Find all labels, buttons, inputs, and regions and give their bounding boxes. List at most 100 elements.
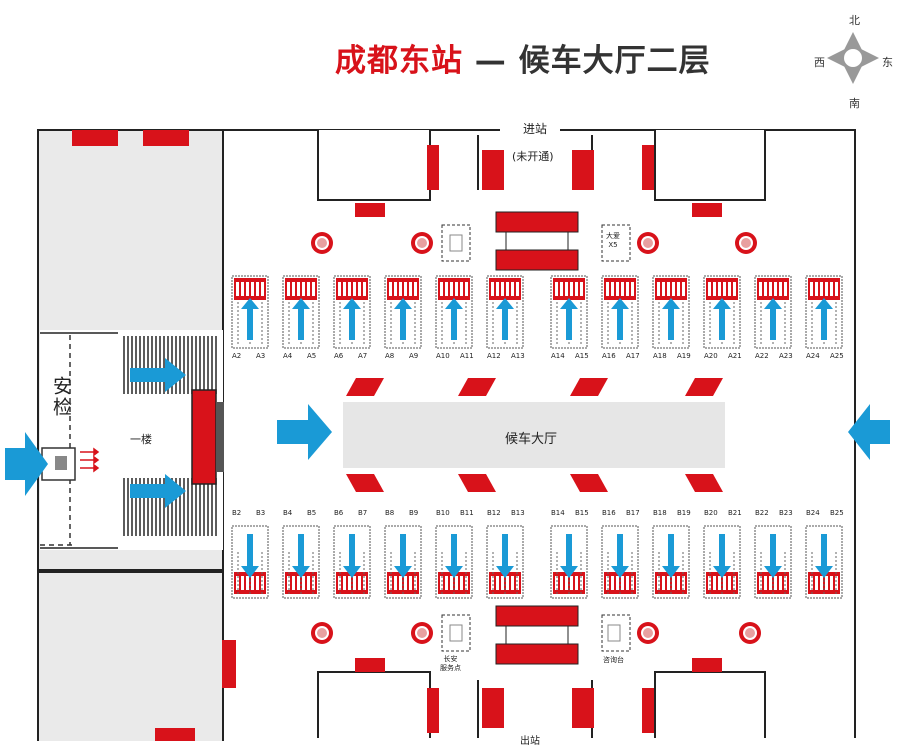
gate-label-bottom: B16 — [602, 509, 616, 517]
gate-label-top: A15 — [575, 352, 589, 360]
service-point — [601, 224, 631, 262]
ticket-gate-top — [703, 275, 741, 349]
gate-label-top: A7 — [358, 352, 368, 360]
room-top-left — [317, 130, 431, 201]
door-marker — [143, 130, 189, 146]
gate-label-bottom: B8 — [385, 509, 395, 517]
gate-label-bottom: B6 — [334, 509, 344, 517]
central-stair-bottom — [495, 605, 579, 665]
gate-label-top: A6 — [334, 352, 344, 360]
ticket-gate-top — [231, 275, 269, 349]
floor-name: 候车大厅二层 — [518, 43, 711, 79]
central-stair-top — [495, 211, 579, 271]
ticket-gate-top — [652, 275, 690, 349]
gate-label-top: A23 — [779, 352, 793, 360]
room-bottom-left — [317, 671, 431, 738]
ticket-gate-top — [550, 275, 588, 349]
gate-label-bottom: B10 — [436, 509, 450, 517]
compass: 北 南 西 东 — [814, 10, 895, 110]
gate-label-top: A24 — [806, 352, 820, 360]
ticket-gate-top — [435, 275, 473, 349]
ticket-gate-top — [754, 275, 792, 349]
room-top-right — [654, 130, 766, 201]
ticket-gate-bottom — [652, 525, 690, 599]
gate-label-top: A4 — [283, 352, 293, 360]
gate-label-bottom: B13 — [511, 509, 525, 517]
ticket-gate-bottom — [231, 525, 269, 599]
ticket-gate-top — [805, 275, 843, 349]
compass-north: 北 — [849, 14, 860, 27]
service-label-top: 大爱 X5 — [606, 232, 620, 249]
gate-label-top: A10 — [436, 352, 450, 360]
info-point-icon — [311, 622, 333, 644]
bottom-exit-label: 出站 — [520, 736, 540, 747]
info-point-icon — [637, 232, 659, 254]
door-marker — [155, 728, 195, 741]
gate-label-top: A14 — [551, 352, 565, 360]
escalator-arrow-up-icon — [130, 358, 186, 392]
stair-block — [191, 389, 217, 485]
gate-label-top: A13 — [511, 352, 525, 360]
gate-label-bottom: B7 — [358, 509, 368, 517]
ticket-gate-bottom — [486, 525, 524, 599]
gate-label-bottom: B14 — [551, 509, 565, 517]
gate-label-bottom: B3 — [256, 509, 266, 517]
gate-label-bottom: B9 — [409, 509, 419, 517]
ticket-gate-bottom — [754, 525, 792, 599]
service-point — [601, 614, 631, 652]
map-title: 成都东站 — 候车大厅二层 — [335, 35, 711, 80]
compass-west: 西 — [814, 56, 825, 69]
ticket-gate-bottom — [550, 525, 588, 599]
gate-label-bottom: B18 — [653, 509, 667, 517]
ticket-gate-top — [282, 275, 320, 349]
service-point — [441, 224, 471, 262]
platform-marker — [685, 474, 723, 492]
title-dash: — — [463, 43, 519, 79]
gate-label-top: A11 — [460, 352, 474, 360]
gate-label-bottom: B25 — [830, 509, 844, 517]
compass-south: 南 — [849, 97, 860, 110]
gate-label-top: A12 — [487, 352, 501, 360]
entry-arrow-left-icon — [5, 432, 48, 496]
gate-label-top: A21 — [728, 352, 742, 360]
escalator-arrow-lower-icon — [130, 474, 186, 508]
ticket-gate-top — [333, 275, 371, 349]
platform-marker — [685, 378, 723, 396]
info-point-icon — [637, 622, 659, 644]
service-point — [441, 614, 471, 652]
gate-label-bottom: B24 — [806, 509, 820, 517]
waiting-hall-label: 候车大厅 — [505, 432, 558, 447]
platform-marker — [346, 378, 384, 396]
gate-label-bottom: B23 — [779, 509, 793, 517]
info-point-icon — [739, 622, 761, 644]
gate-label-top: A19 — [677, 352, 691, 360]
gate-label-bottom: B12 — [487, 509, 501, 517]
entry-arrow-hall-icon — [277, 404, 332, 460]
service-label-bottom-left: 长安 服务点 — [440, 655, 461, 672]
platform-marker — [570, 378, 608, 396]
left-annex-lower — [37, 571, 224, 741]
service-label-bottom-right: 咨询台 — [603, 656, 624, 664]
door-marker — [72, 130, 118, 146]
platform-marker — [458, 378, 496, 396]
gate-label-bottom: B20 — [704, 509, 718, 517]
gate-label-top: A18 — [653, 352, 667, 360]
entrance-label: 进站 — [523, 122, 548, 136]
info-point-icon — [311, 232, 333, 254]
gate-label-bottom: B15 — [575, 509, 589, 517]
ticket-gate-bottom — [282, 525, 320, 599]
platform-marker — [458, 474, 496, 492]
first-floor-label: 一楼 — [130, 433, 152, 446]
door-marker — [222, 640, 236, 688]
ticket-gate-top — [384, 275, 422, 349]
gate-label-top: A9 — [409, 352, 419, 360]
ticket-gate-top — [486, 275, 524, 349]
ticket-gate-bottom — [805, 525, 843, 599]
entrance-status: (未开通) — [512, 150, 554, 163]
security-label: 安检 — [50, 376, 72, 418]
gate-label-top: A5 — [307, 352, 317, 360]
entry-arrow-right-icon — [848, 404, 890, 460]
gate-label-top: A2 — [232, 352, 242, 360]
gate-label-bottom: B21 — [728, 509, 742, 517]
